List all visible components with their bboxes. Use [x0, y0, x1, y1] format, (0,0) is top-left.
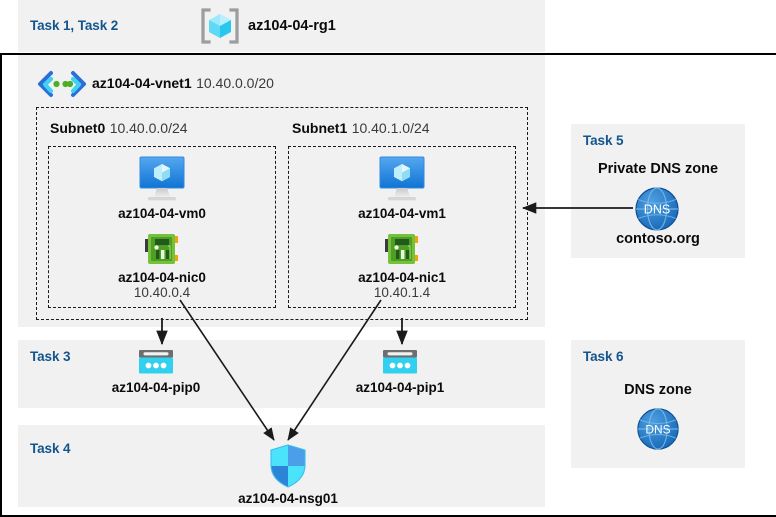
subnet-0-cidr: 10.40.0.0/24: [109, 120, 188, 136]
virtual-machine-icon: [134, 154, 190, 204]
subnet-1-box: [288, 146, 516, 308]
subnet-1-title: Subnet1 10.40.1.0/24: [292, 120, 430, 138]
public-ip-address-icon: [381, 348, 419, 378]
virtual-network-icon: [36, 69, 88, 99]
dns-zone-icon: DNS: [635, 406, 681, 452]
resource-group-icon: [198, 6, 242, 46]
pip-1-node[interactable]: az104-04-pip1: [344, 348, 456, 395]
vnet-name: az104-04-vnet1: [92, 75, 192, 91]
network-interface-icon: [141, 230, 183, 268]
nsg-node[interactable]: az104-04-nsg01: [230, 443, 346, 506]
nic-1-node[interactable]: az104-04-nic1 10.40.1.4: [352, 230, 452, 300]
nsg-label: az104-04-nsg01: [238, 491, 338, 506]
subnet-1-cidr: 10.40.1.0/24: [351, 120, 430, 136]
svg-text:DNS: DNS: [645, 422, 670, 436]
network-interface-icon: [381, 230, 423, 268]
dns-zone-icon: DNS: [633, 185, 681, 233]
virtual-machine-icon: [374, 154, 430, 204]
vm-1-label: az104-04-vm1: [358, 206, 446, 221]
pip-1-label: az104-04-pip1: [355, 380, 445, 395]
public-ip-panel: [18, 340, 545, 408]
svg-text:DNS: DNS: [644, 203, 670, 217]
private-dns-heading: Private DNS zone: [597, 161, 719, 177]
pip-0-node[interactable]: az104-04-pip0: [100, 348, 212, 395]
task-label-4: Task 4: [30, 441, 71, 456]
task-label-3: Task 3: [30, 349, 71, 364]
public-ip-address-icon: [137, 348, 175, 378]
pip-0-label: az104-04-pip0: [111, 380, 201, 395]
private-dns-zone-name: contoso.org: [616, 231, 700, 247]
nic-0-label: az104-04-nic0: [118, 270, 206, 285]
nic-0-ip: 10.40.0.4: [133, 285, 191, 300]
vm-1-node[interactable]: az104-04-vm1: [352, 154, 452, 221]
nic-1-label: az104-04-nic1: [358, 270, 446, 285]
public-dns-heading: DNS zone: [624, 382, 692, 398]
vm-0-label: az104-04-vm0: [118, 206, 206, 221]
task-label-5: Task 5: [583, 133, 624, 148]
vnet-panel: [18, 55, 545, 327]
resource-group-name: az104-04-rg1: [248, 18, 336, 34]
nic-1-ip: 10.40.1.4: [373, 285, 431, 300]
task-label-6: Task 6: [583, 349, 624, 364]
nic-0-node[interactable]: az104-04-nic0 10.40.0.4: [112, 230, 212, 300]
resource-group-header-panel: [18, 0, 545, 52]
subnet-0-box: [48, 146, 276, 308]
vnet-address-space: 10.40.0.0/20: [196, 75, 274, 91]
subnet-0-title: Subnet0 10.40.0.0/24: [50, 120, 188, 138]
vnet-container: [0, 53, 776, 517]
vm-0-node[interactable]: az104-04-vm0: [112, 154, 212, 221]
vnet-title: az104-04-vnet1 10.40.0.0/20: [92, 75, 274, 93]
subnet-1-name: Subnet1: [292, 120, 348, 136]
task-label-1-2: Task 1, Task 2: [30, 18, 119, 33]
subnet-0-name: Subnet0: [50, 120, 106, 136]
network-security-group-icon: [267, 443, 309, 489]
